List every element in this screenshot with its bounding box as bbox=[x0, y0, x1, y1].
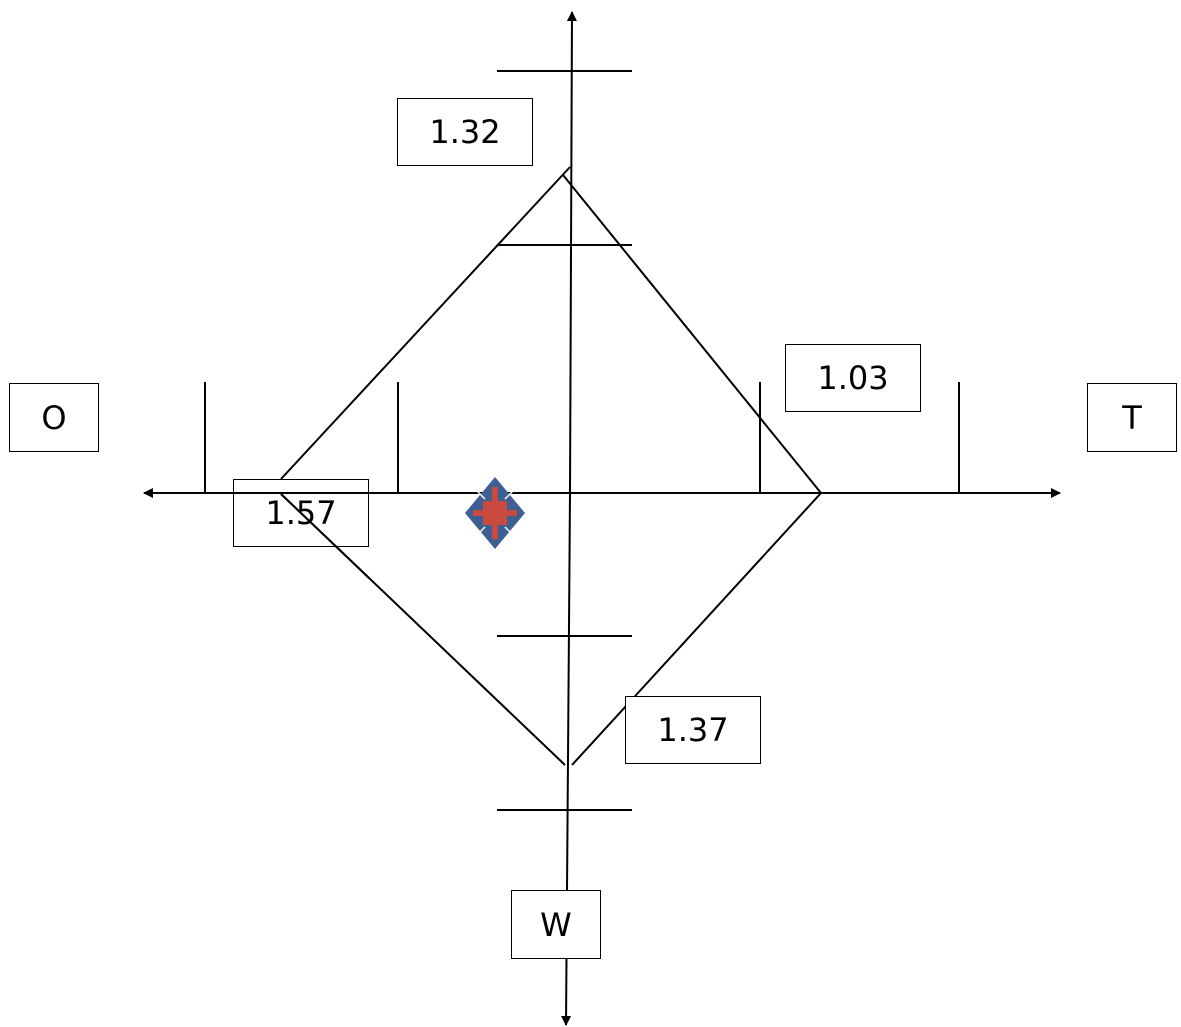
value-box-right: 1.03 bbox=[785, 344, 921, 412]
value-box-left: 1.57 bbox=[233, 479, 369, 547]
vertical-axis-top bbox=[566, 11, 577, 494]
diamond-edge-bottom-right bbox=[571, 492, 822, 766]
diamond-edge-top-left bbox=[280, 166, 571, 480]
axis-label-bottom: W bbox=[511, 890, 601, 959]
value-box-bottom: 1.37 bbox=[625, 696, 761, 764]
diamond-edge-top-right bbox=[562, 174, 822, 494]
axis-label-left: O bbox=[9, 383, 99, 452]
value-box-top: 1.32 bbox=[397, 98, 533, 166]
diamond-crosshair-icon bbox=[465, 477, 525, 549]
axis-label-right: T bbox=[1087, 383, 1177, 452]
